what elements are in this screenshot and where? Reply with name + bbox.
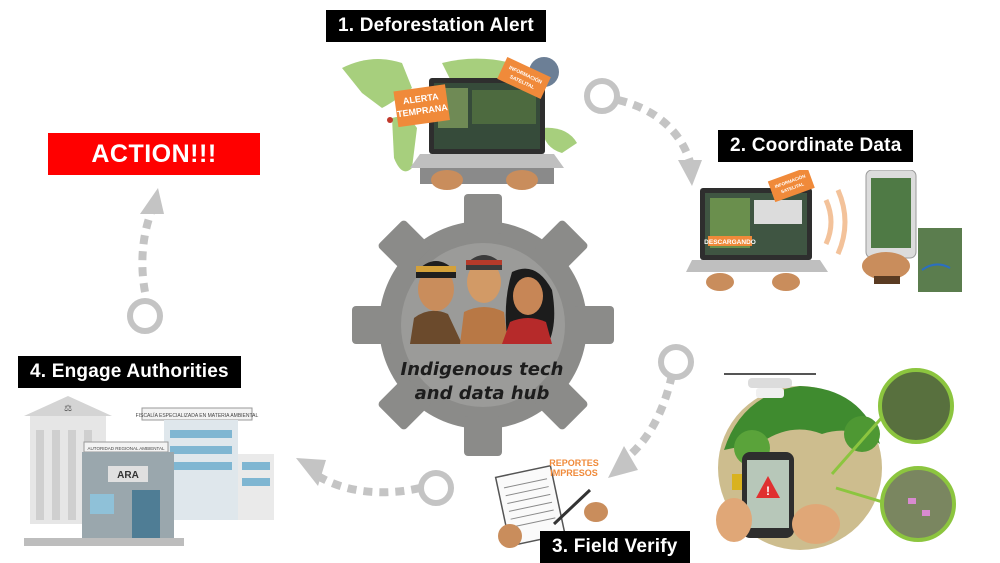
deforestation-alert-illustration: ALERTA TEMPRANA INFORMACIÓN SATELITAL	[342, 56, 577, 190]
connector-circle-4	[127, 298, 163, 334]
hub-gear	[352, 194, 614, 456]
drone-icon	[724, 373, 816, 398]
descargando-text: DESCARGANDO	[704, 239, 756, 246]
reportes-text: REPORTES	[549, 458, 599, 468]
arrowhead-1	[678, 160, 702, 186]
printed-report-illustration: REPORTES IMPRESOS	[494, 458, 608, 548]
connector-circle-3	[418, 470, 454, 506]
arrowhead-2	[608, 446, 638, 478]
step-4-engage-authorities-label: 4. Engage Authorities	[18, 356, 241, 388]
field-verify-illustration: !	[716, 368, 956, 550]
indigenous-people-illustration	[410, 255, 555, 344]
satellite-image-2	[880, 466, 956, 542]
hub-label: Indigenous tech and data hub	[382, 358, 582, 406]
sign-fiscalia: FISCALÍA ESPECIALIZADA EN MATERIA AMBIEN…	[136, 412, 259, 419]
coordinate-data-illustration: DESCARGANDO INFORMACIÓN SATELITAL	[686, 170, 962, 292]
location-pin-icon	[387, 117, 393, 123]
sign-autoridad: AUTORIDAD REGIONAL AMBIENTAL	[88, 446, 165, 451]
arrow-verify-to-authorities	[315, 472, 421, 497]
connector-circle-1	[584, 78, 620, 114]
authorities-buildings-illustration: ⚖ FISCALÍA ESPECIALIZADA EN MATERIA AMBI…	[24, 396, 274, 546]
satellite-image-1	[878, 368, 954, 444]
scales-icon: ⚖	[64, 403, 72, 413]
step-1-deforestation-alert-label: 1. Deforestation Alert	[326, 10, 546, 42]
connector-circle-2	[658, 344, 694, 380]
arrowhead-3	[296, 458, 326, 486]
step-3-field-verify-label: 3. Field Verify	[540, 531, 690, 563]
signal-waves-icon	[823, 188, 848, 256]
step-2-coordinate-data-label: 2. Coordinate Data	[718, 130, 914, 162]
hub-label-line1: Indigenous tech	[400, 359, 564, 380]
arrow-data-to-verify	[619, 374, 676, 466]
svg-text:!: !	[766, 484, 770, 498]
action-banner: ACTION!!!	[48, 133, 260, 175]
arrow-alert-to-data	[617, 96, 694, 164]
arrowhead-4	[140, 188, 164, 214]
hub-label-line2: and data hub	[414, 383, 550, 404]
arrow-authorities-to-action	[138, 208, 156, 293]
ara-sign: ARA	[117, 470, 139, 481]
impresos-text: IMPRESOS	[550, 468, 598, 478]
